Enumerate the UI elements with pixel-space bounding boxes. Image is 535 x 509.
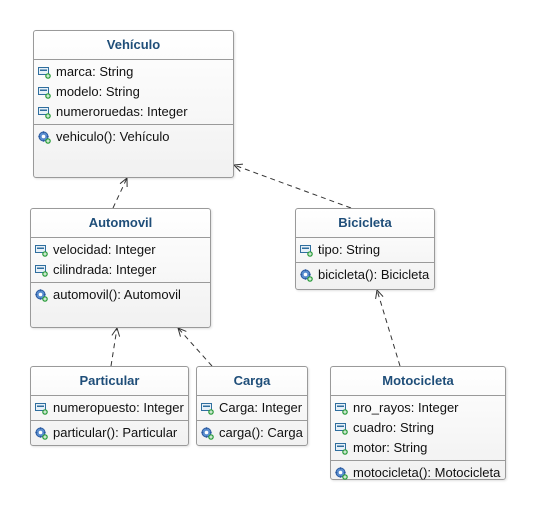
method-label: bicicleta(): Bicicleta <box>318 267 430 282</box>
class-name: Bicicleta <box>296 209 434 238</box>
method-icon <box>201 426 214 440</box>
attribute-row[interactable]: numeroruedas: Integer <box>34 102 233 122</box>
arrow-head <box>177 327 187 337</box>
attribute-row[interactable]: nro_rayos: Integer <box>331 398 505 418</box>
method-icon <box>35 288 48 302</box>
attribute-label: motor: String <box>353 440 428 455</box>
method-label: automovil(): Automovil <box>53 287 181 302</box>
attribute-label: modelo: String <box>56 84 140 99</box>
class-name: Particular <box>31 367 188 396</box>
attribute-icon <box>35 264 48 277</box>
attribute-icon <box>38 66 51 79</box>
method-icon <box>335 466 348 480</box>
method-label: particular(): Particular <box>53 425 178 440</box>
class-name: Automovil <box>31 209 210 238</box>
arrow-head <box>232 163 244 172</box>
method-icon <box>35 426 48 440</box>
attribute-icon <box>38 106 51 119</box>
attribute-label: numeroruedas: Integer <box>56 104 188 119</box>
attribute-label: cilindrada: Integer <box>53 262 157 277</box>
class-automovil[interactable]: Automovil velocidad: Integer cilindrada: I… <box>30 208 211 328</box>
arrow-head <box>119 176 128 188</box>
method-icon <box>38 130 51 144</box>
attribute-row[interactable]: velocidad: Integer <box>31 240 210 260</box>
attribute-row[interactable]: numeropuesto: Integer <box>31 398 188 418</box>
class-name: Carga <box>197 367 307 396</box>
attribute-row[interactable]: Carga: Integer <box>197 398 307 418</box>
attribute-label: cuadro: String <box>353 420 434 435</box>
class-bicicleta[interactable]: Bicicleta tipo: String bicicleta(): Bicicl… <box>295 208 435 290</box>
methods-section: bicicleta(): Bicicleta <box>296 263 434 287</box>
attributes-section: numeropuesto: Integer <box>31 396 188 421</box>
attributes-section: nro_rayos: Integer cuadro: String motor: S… <box>331 396 505 461</box>
method-label: vehiculo(): Vehículo <box>56 129 170 144</box>
attributes-section: velocidad: Integer cilindrada: Integer <box>31 238 210 283</box>
arrow-head <box>111 326 121 337</box>
attribute-label: marca: String <box>56 64 134 79</box>
method-row[interactable]: vehiculo(): Vehículo <box>34 127 233 147</box>
attributes-section: marca: String modelo: String numeroruedas:… <box>34 60 233 125</box>
attribute-row[interactable]: cuadro: String <box>331 418 505 438</box>
method-row[interactable]: motocicleta(): Motocicleta <box>331 463 505 483</box>
method-label: carga(): Carga <box>219 425 303 440</box>
attribute-row[interactable]: cilindrada: Integer <box>31 260 210 280</box>
attribute-row[interactable]: marca: String <box>34 62 233 82</box>
attribute-icon <box>35 402 48 415</box>
attribute-label: velocidad: Integer <box>53 242 156 257</box>
dependency-arrow-carga-to-automovil <box>177 327 213 367</box>
attributes-section: tipo: String <box>296 238 434 263</box>
method-icon <box>300 268 313 282</box>
class-name: Motocicleta <box>331 367 505 396</box>
attribute-row[interactable]: modelo: String <box>34 82 233 102</box>
class-vehiculo[interactable]: Vehículo marca: String modelo: String numer… <box>33 30 234 178</box>
method-label: motocicleta(): Motocicleta <box>353 465 501 480</box>
method-row[interactable]: bicicleta(): Bicicleta <box>296 265 434 285</box>
dependency-arrow-automovil-to-vehiculo <box>112 176 128 209</box>
attributes-section: Carga: Integer <box>197 396 307 421</box>
dependency-arrow-particular-to-automovil <box>110 326 121 367</box>
dependency-arrow-bicicleta-to-vehiculo <box>232 163 352 209</box>
attribute-icon <box>335 402 348 415</box>
methods-section: carga(): Carga <box>197 421 307 445</box>
class-particular[interactable]: Particular numeropuesto: Integer particula… <box>30 366 189 446</box>
methods-section: motocicleta(): Motocicleta <box>331 461 505 485</box>
attribute-icon <box>300 244 313 257</box>
attribute-label: nro_rayos: Integer <box>353 400 459 415</box>
attribute-icon <box>335 422 348 435</box>
class-name: Vehículo <box>34 31 233 60</box>
attribute-label: Carga: Integer <box>219 400 303 415</box>
attribute-icon <box>201 402 214 415</box>
attribute-row[interactable]: tipo: String <box>296 240 434 260</box>
methods-section: vehiculo(): Vehículo <box>34 125 233 149</box>
attribute-icon <box>38 86 51 99</box>
method-row[interactable]: particular(): Particular <box>31 423 188 443</box>
attribute-row[interactable]: motor: String <box>331 438 505 458</box>
dependency-arrow-motocicleta-to-bicicleta <box>375 288 401 367</box>
method-row[interactable]: automovil(): Automovil <box>31 285 210 305</box>
attribute-icon <box>335 442 348 455</box>
methods-section: automovil(): Automovil <box>31 283 210 307</box>
class-motocicleta[interactable]: Motocicleta nro_rayos: Integer cuadro: Str… <box>330 366 506 480</box>
attribute-icon <box>35 244 48 257</box>
arrow-head <box>375 288 384 299</box>
attribute-label: numeropuesto: Integer <box>53 400 184 415</box>
methods-section: particular(): Particular <box>31 421 188 445</box>
attribute-label: tipo: String <box>318 242 381 257</box>
method-row[interactable]: carga(): Carga <box>197 423 307 443</box>
